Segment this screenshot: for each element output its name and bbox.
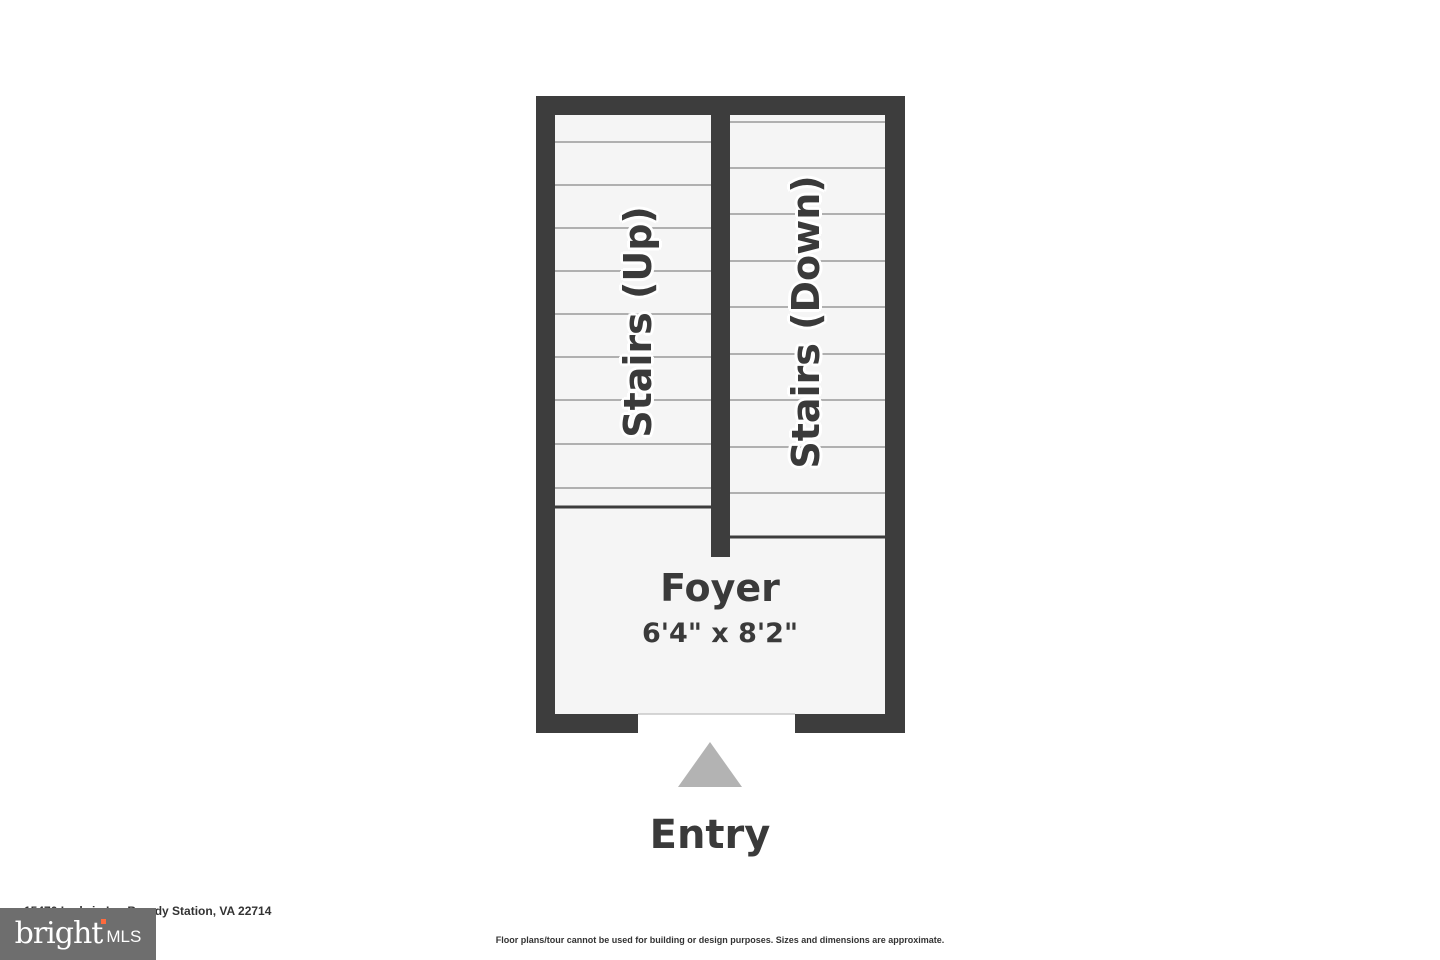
stairs-down-label: Stairs (Down) <box>784 175 828 469</box>
mls-suffix-text: MLS <box>106 926 142 946</box>
foyer-dimensions-label: 6'4" x 8'2" <box>641 618 799 649</box>
stairs-up-label: Stairs (Up) <box>616 206 660 438</box>
stairs-down-treads <box>730 121 885 494</box>
partition-wall <box>711 106 730 557</box>
foyer-name-label: Foyer <box>660 566 780 610</box>
triangle-up-icon <box>678 742 742 787</box>
bright-mls-logo: bright MLS <box>0 908 156 960</box>
stairs-up-treads <box>555 141 711 489</box>
logo-accent-dot <box>101 919 106 924</box>
mls-brand-text: bright <box>14 916 104 951</box>
entry-door-opening <box>638 714 795 733</box>
disclaimer-text: Floor plans/tour cannot be used for buil… <box>495 935 945 945</box>
entry-label: Entry <box>649 812 771 858</box>
